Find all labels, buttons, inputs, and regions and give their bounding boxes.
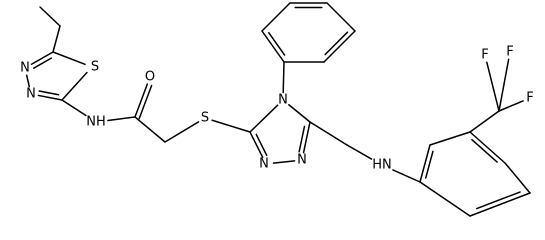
bond-n_tz_2-c_tz_c3	[249, 131, 264, 159]
bond-n_amide-c_carbonyl	[107, 116, 136, 122]
atom-label-n_td_4: N	[20, 61, 30, 76]
bond-n_tz_2-c_tz_c3-inner	[255, 133, 268, 157]
atom-label-f_2: F	[506, 45, 513, 60]
bond-c_tz_c3-n_tz_4	[249, 104, 279, 133]
bond-c_ar_5-c_ar_6-inner	[476, 191, 521, 210]
bond-c_cf3-f_2	[498, 58, 510, 112]
bond-n_aniline-c_ar_1	[392, 169, 421, 183]
bond-c_ar_3-c_ar_4	[469, 131, 506, 164]
bond-layer	[25, 2, 531, 217]
bond-c_ph_2-c_ph_3	[261, 2, 291, 32]
bond-c_carbonyl-c_methylene	[134, 116, 166, 143]
atom-label-n_tz_4: N	[278, 93, 288, 108]
bond-c_ar_2-c_ar_3	[429, 131, 471, 146]
bond-c_ph_4-c_ph_5	[326, 2, 356, 32]
bond-c_carbonyl-o_carbonyl	[134, 83, 149, 118]
bond-n_tz_1-n_tz_2	[272, 160, 296, 164]
bond-c_cf3-f_1	[498, 100, 524, 112]
bond-c_ph_1-c_ph_2-inner	[268, 31, 286, 56]
bond-c_ar_6-c_ar_1	[419, 181, 471, 217]
bond-n_td_3-c_td_c2	[37, 94, 63, 101]
bond-c_ar_1-c_ar_2	[419, 144, 431, 183]
bond-c_tz_c5-n_tz_1	[302, 121, 311, 154]
atom-label-n_aniline: HN	[372, 158, 392, 173]
atom-label-s_td: S	[91, 60, 99, 75]
bond-n_tz_4-c_ph_1	[282, 61, 285, 94]
bond-c_ar_3-c_ar_4-inner	[471, 138, 498, 163]
bond-n_tz_4-c_tz_c5	[288, 103, 311, 123]
atom-label-n_tz_2: N	[259, 157, 269, 172]
bond-c_ph_5-c_ph_6-inner	[324, 31, 349, 56]
bond-c_ar_3-c_cf3	[469, 110, 500, 133]
bond-n_td_3-c_td_c2-inner	[38, 90, 60, 96]
atom-label-o_carbonyl: O	[145, 70, 155, 85]
atom-label-f_3: F	[481, 48, 488, 63]
bond-c_ar_1-c_ar_2-inner	[424, 150, 434, 179]
bond-c_carbonyl-o_carbonyl-second	[138, 84, 153, 120]
bond-c_td_c5-n_td_4-inner	[32, 57, 53, 69]
bond-c_ph_5-c_ph_6	[323, 30, 356, 63]
bond-c_td_c5-s_td	[52, 51, 86, 66]
bond-c_ethyl_ch3-c_ethyl_ch2	[39, 6, 61, 27]
bond-c_ethyl_ch2-c_td_c5	[52, 25, 61, 53]
bond-n_td_4-n_td_3	[25, 74, 31, 88]
bond-c_td_c2-s_td	[61, 71, 88, 101]
bond-c_td_c5-n_td_4	[30, 51, 54, 66]
atom-label-s_thio: S	[201, 111, 209, 126]
atom-label-n_td_3: N	[26, 87, 36, 102]
atom-label-n_tz_1: N	[297, 153, 307, 168]
bond-c_td_c2-n_amide	[61, 99, 87, 117]
bond-c_ph_1-c_ph_2	[261, 30, 285, 63]
bond-c_methylene-s_thio	[164, 121, 200, 143]
bond-s_thio-c_tz_c3	[211, 119, 251, 133]
bond-c_ch2_link-n_aniline	[346, 144, 373, 160]
bond-c_cf3-f_3	[486, 61, 500, 112]
atom-label-f_1: F	[526, 91, 533, 106]
bond-c_ar_4-c_ar_5	[504, 162, 531, 194]
bond-c_tz_c5-n_tz_1-inner	[298, 125, 306, 153]
bond-c_ar_5-c_ar_6	[469, 192, 531, 217]
bond-c_tz_c5-c_ch2_link	[309, 121, 348, 146]
atom-label-n_amide: NH	[86, 115, 106, 130]
